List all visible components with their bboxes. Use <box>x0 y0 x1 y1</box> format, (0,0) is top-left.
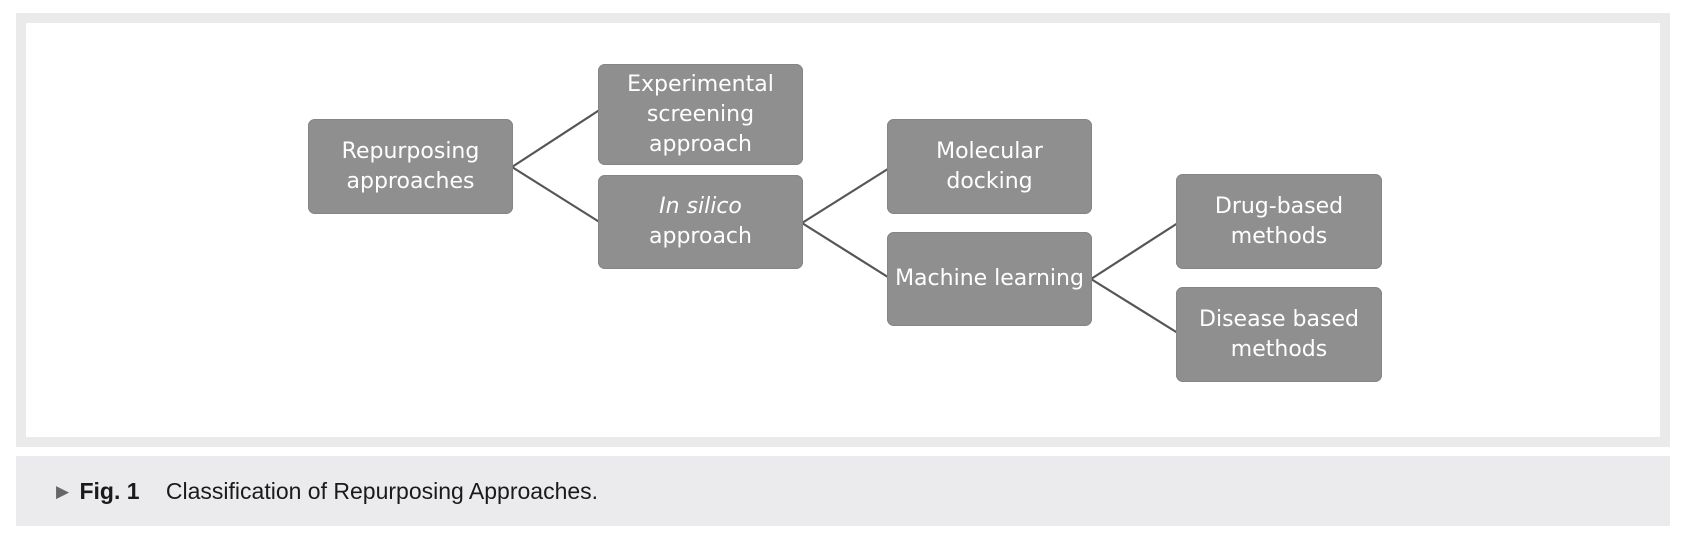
node-label-italic: In silico <box>659 194 742 219</box>
node-experimental-screening: Experimental screening approach <box>598 64 803 165</box>
node-label: Machine learning <box>895 266 1084 291</box>
figure-canvas: Repurposing approaches Experimental scre… <box>26 23 1660 437</box>
figure-number: Fig. 1 <box>79 478 140 504</box>
node-molecular-docking: Molecular docking <box>887 119 1092 214</box>
connector-lines <box>511 108 1182 336</box>
edge-ml-diseasebased <box>1090 278 1182 336</box>
node-label: Molecular docking <box>936 138 1043 194</box>
figure-caption: ▶ Fig. 1 Classification of Repurposing A… <box>56 476 598 509</box>
edge-ml-drugbased <box>1090 220 1182 280</box>
node-label: In silico approach <box>606 192 795 252</box>
edge-insilico-docking <box>801 166 892 224</box>
node-label: Disease based methods <box>1199 306 1359 362</box>
node-repurposing-approaches: Repurposing approaches <box>308 119 513 214</box>
node-machine-learning: Machine learning <box>887 232 1092 326</box>
node-disease-based-methods: Disease based methods <box>1176 287 1382 382</box>
edge-root-experimental <box>511 108 602 168</box>
node-label-rest: approach <box>649 224 752 249</box>
figure-frame: Repurposing approaches Experimental scre… <box>16 13 1670 447</box>
edge-insilico-ml <box>801 222 892 280</box>
caption-text: Classification of Repurposing Approaches… <box>165 478 599 504</box>
figure-caption-bar: ▶ Fig. 1 Classification of Repurposing A… <box>16 456 1670 526</box>
node-label: Drug-based methods <box>1214 193 1344 249</box>
node-label: Experimental screening approach <box>627 71 774 157</box>
node-in-silico-approach: In silico approach <box>598 175 803 269</box>
node-label: Repurposing approaches <box>341 138 480 194</box>
right-triangle-icon: ▶ <box>56 482 70 501</box>
edge-root-insilico <box>511 166 602 224</box>
node-drug-based-methods: Drug-based methods <box>1176 174 1382 269</box>
